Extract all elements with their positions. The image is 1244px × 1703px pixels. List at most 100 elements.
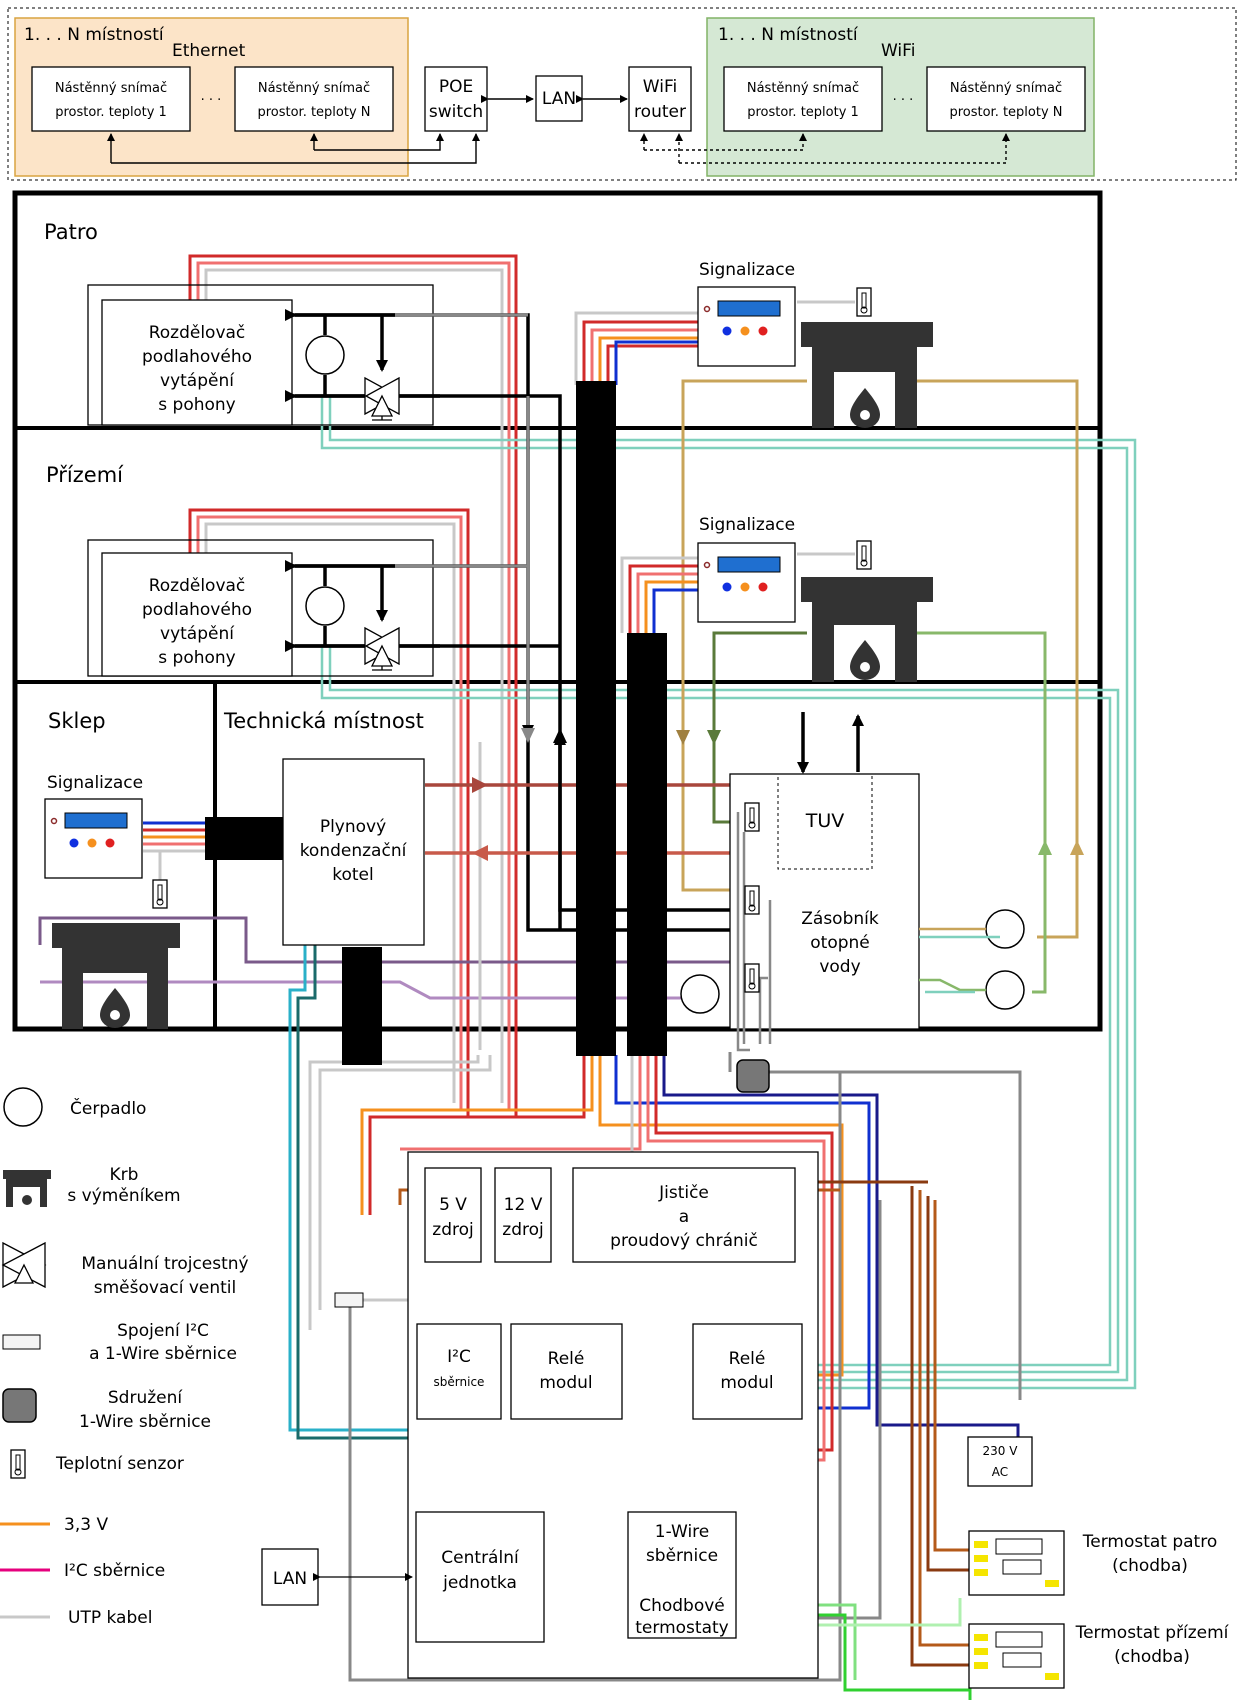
- fireplace-icon-prizemi: [801, 577, 933, 682]
- svg-text:(chodba): (chodba): [1112, 1556, 1188, 1576]
- svg-text:sběrnice: sběrnice: [434, 1375, 485, 1389]
- thermometer-icon: [744, 963, 760, 993]
- pump-icon: [680, 974, 720, 1014]
- svg-text:Centrální: Centrální: [441, 1548, 520, 1568]
- svg-text:prostor. teploty N: prostor. teploty N: [949, 105, 1062, 120]
- svg-text:Nástěnný snímač: Nástěnný snímač: [55, 81, 167, 96]
- eth-dots: . . .: [201, 89, 222, 104]
- svg-text:s pohony: s pohony: [158, 395, 235, 415]
- svg-text:Manuální trojcestný: Manuální trojcestný: [81, 1254, 248, 1274]
- svg-text:Jističe: Jističe: [658, 1183, 709, 1203]
- patro-manifold: Rozdělovač podlahového vytápění s pohony: [87, 284, 528, 426]
- svg-text:Chodbové: Chodbové: [639, 1596, 725, 1616]
- svg-text:Nástěnný snímač: Nástěnný snímač: [747, 81, 859, 96]
- signalizace-sklep: Signalizace: [44, 773, 143, 879]
- floor-patro: Patro: [44, 220, 98, 244]
- svg-text:UTP kabel: UTP kabel: [68, 1608, 152, 1628]
- svg-text:zdroj: zdroj: [432, 1220, 473, 1240]
- control-cabinet: 5 V zdroj 12 V zdroj Jističe a proudový …: [334, 1151, 819, 1679]
- svg-text:modul: modul: [720, 1373, 773, 1393]
- wifi-dots: . . .: [893, 89, 914, 104]
- svg-text:1-Wire sběrnice: 1-Wire sběrnice: [79, 1412, 211, 1432]
- svg-text:POE: POE: [439, 77, 473, 97]
- cable-stack-2: [627, 633, 667, 1056]
- ac-supply: 230 V AC: [967, 1436, 1033, 1487]
- fireplace-icon-patro: [801, 322, 933, 428]
- svg-text:kotel: kotel: [332, 865, 374, 885]
- svg-text:Nástěnný snímač: Nástěnný snímač: [258, 81, 370, 96]
- svg-text:a: a: [679, 1207, 689, 1227]
- ethernet-subtitle: Ethernet: [172, 41, 246, 61]
- svg-text:Rozdělovač: Rozdělovač: [149, 323, 246, 343]
- svg-text:Sdružení: Sdružení: [108, 1388, 184, 1408]
- pump-icon: [985, 970, 1025, 1010]
- svg-text:zdroj: zdroj: [502, 1220, 543, 1240]
- svg-text:AC: AC: [992, 1465, 1008, 1479]
- svg-text:Termostat přízemí: Termostat přízemí: [1075, 1623, 1230, 1643]
- svg-text:5 V: 5 V: [439, 1195, 467, 1215]
- svg-text:vytápění: vytápění: [160, 624, 235, 644]
- thermometer-icon: [744, 802, 760, 832]
- storage-tank: TUV Zásobník otopné vody: [729, 712, 920, 1052]
- svg-text:12 V: 12 V: [504, 1195, 543, 1215]
- wifi-subtitle: WiFi: [881, 41, 915, 61]
- connector-icon: [2, 1334, 41, 1350]
- gas-boiler: Plynový kondenzační kotel: [282, 758, 425, 946]
- building-outline: [12, 190, 1103, 1032]
- pump-icon: [305, 335, 345, 375]
- ethernet-title: 1. . . N místností: [24, 25, 165, 45]
- svg-text:termostaty: termostaty: [635, 1618, 728, 1638]
- svg-text:Relé: Relé: [548, 1349, 585, 1369]
- svg-text:1-Wire: 1-Wire: [655, 1522, 710, 1542]
- svg-text:vytápění: vytápění: [160, 371, 235, 391]
- thermometer-icon: [152, 851, 168, 909]
- signalizace-prizemi: Signalizace: [697, 515, 796, 623]
- svg-text:podlahového: podlahového: [142, 600, 252, 620]
- svg-text:I²C sběrnice: I²C sběrnice: [64, 1561, 165, 1581]
- floor-technicka: Technická místnost: [223, 709, 424, 733]
- wifi-sensor-1: Nástěnný snímač prostor. teploty 1: [723, 66, 883, 132]
- svg-text:s výměníkem: s výměníkem: [67, 1186, 180, 1206]
- fireplace-icon: [3, 1170, 51, 1207]
- svg-text:Termostat patro: Termostat patro: [1082, 1532, 1218, 1552]
- svg-text:230 V: 230 V: [983, 1444, 1019, 1458]
- thermostat-prizemi: Termostat přízemí (chodba): [968, 1623, 1230, 1689]
- pump-icon: [305, 586, 345, 626]
- svg-text:prostor. teploty N: prostor. teploty N: [257, 105, 370, 120]
- svg-text:podlahového: podlahového: [142, 347, 252, 367]
- prizemi-manifold: Rozdělovač podlahového vytápění s pohony: [87, 539, 528, 677]
- svg-text:Plynový: Plynový: [320, 817, 386, 837]
- legend: Čerpadlo Krb s výměníkem Manuální trojce…: [0, 1087, 249, 1628]
- svg-text:otopné: otopné: [810, 933, 870, 953]
- network-section: 1. . . N místností Ethernet 1. . . N mís…: [7, 7, 1237, 181]
- eth-sensor-1: Nástěnný snímač prostor. teploty 1: [31, 66, 191, 132]
- floor-sklep: Sklep: [48, 709, 106, 733]
- svg-text:směšovací ventil: směšovací ventil: [94, 1278, 237, 1298]
- cable-stack-sklep: [205, 817, 283, 860]
- svg-text:sběrnice: sběrnice: [646, 1546, 718, 1566]
- poe-switch: POE switch: [424, 66, 488, 132]
- eth-sensor-n: Nástěnný snímač prostor. teploty N: [234, 66, 394, 132]
- svg-text:router: router: [634, 102, 686, 122]
- fireplace-icon-sklep: [52, 923, 180, 1029]
- cable-stack-1: [576, 381, 616, 1056]
- floor-prizemi: Přízemí: [46, 463, 124, 487]
- svg-text:Teplotní senzor: Teplotní senzor: [55, 1454, 184, 1474]
- thermometer-icon: [744, 885, 760, 915]
- onewire-hub-icon: [2, 1388, 37, 1423]
- svg-text:proudový chránič: proudový chránič: [610, 1231, 758, 1251]
- wifi-title: 1. . . N místností: [718, 25, 859, 45]
- valve-icon: [364, 376, 400, 421]
- svg-text:prostor. teploty 1: prostor. teploty 1: [747, 105, 859, 120]
- thermometer-icon: [10, 1449, 26, 1479]
- svg-text:Nástěnný snímač: Nástěnný snímač: [950, 81, 1062, 96]
- svg-text:switch: switch: [429, 102, 483, 122]
- svg-text:Krb: Krb: [110, 1165, 139, 1185]
- lan-box: LAN: [261, 1548, 413, 1606]
- svg-text:a 1-Wire sběrnice: a 1-Wire sběrnice: [89, 1344, 237, 1364]
- svg-text:Čerpadlo: Čerpadlo: [70, 1097, 146, 1119]
- svg-text:(chodba): (chodba): [1114, 1647, 1190, 1667]
- svg-text:prostor. teploty 1: prostor. teploty 1: [55, 105, 167, 120]
- svg-text:modul: modul: [539, 1373, 592, 1393]
